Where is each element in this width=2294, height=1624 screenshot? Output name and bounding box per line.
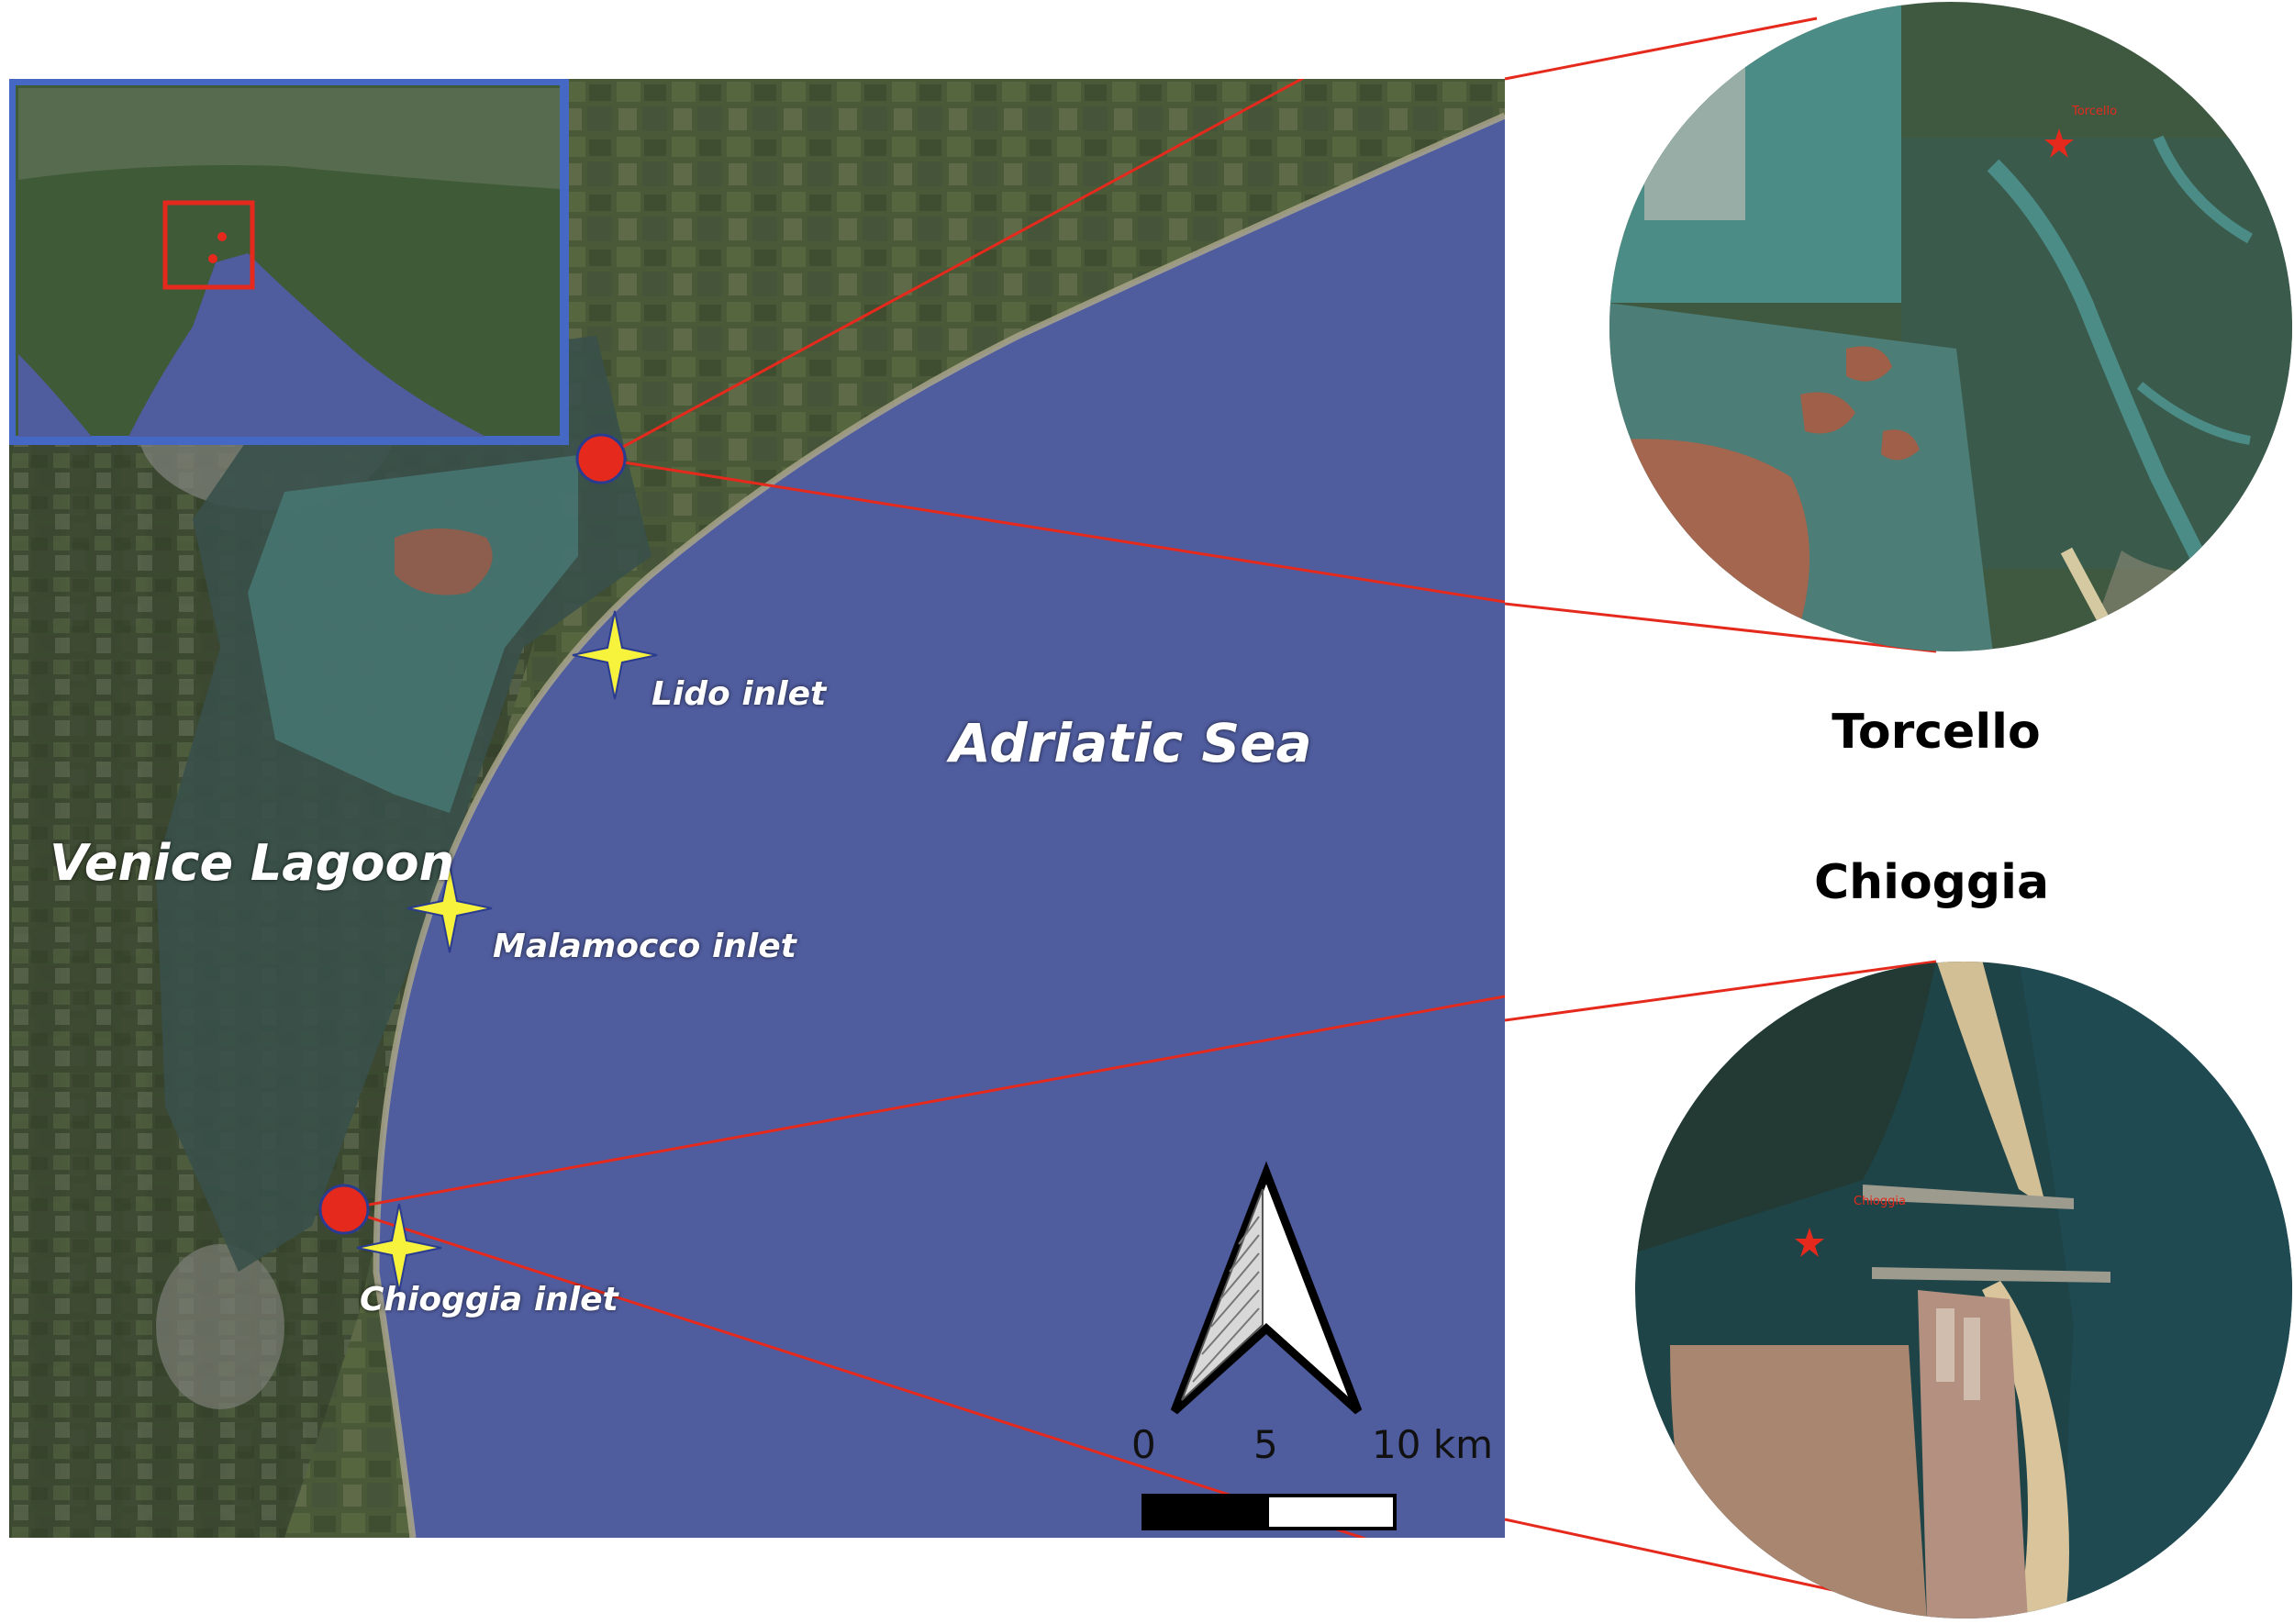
chioggia-zoom-image (1635, 962, 2292, 1618)
chioggia-star-icon (1795, 1228, 1824, 1257)
lido-inlet-label: Lido inlet (651, 675, 827, 713)
chioggia-title: Chioggia (1813, 855, 2050, 910)
torcello-title: Torcello (1832, 705, 2041, 760)
main-map[interactable]: Adriatic Sea Venice Lagoon Lido inlet Ma… (9, 79, 1505, 1538)
adriatic-sea-label: Adriatic Sea (950, 712, 1312, 774)
venice-lagoon-label: Venice Lagoon (50, 834, 455, 892)
chioggia-inlet-star-icon (356, 1203, 442, 1293)
chioggia-zoom-label: Chioggia (1854, 1195, 1906, 1208)
torcello-zoom-label: Torcello (2072, 105, 2118, 118)
scale-tick-10km: 10 km (1372, 1422, 1494, 1467)
chioggia-zoom-view[interactable]: Chioggia (1633, 960, 2294, 1620)
torcello-zoom-view[interactable]: Torcello (1608, 0, 2294, 653)
malamocco-inlet-label: Malamocco inlet (493, 928, 796, 965)
north-arrow-icon (1170, 1161, 1363, 1415)
lido-inlet-star-icon (572, 610, 658, 700)
torcello-star-icon (2044, 128, 2074, 158)
chioggia-marker[interactable] (318, 1184, 370, 1235)
torcello-marker[interactable] (575, 433, 627, 484)
inset-locator-map (9, 79, 569, 445)
scale-bar (1141, 1494, 1397, 1530)
scale-tick-5: 5 (1253, 1422, 1278, 1467)
malamocco-inlet-star-icon (406, 863, 493, 953)
torcello-zoom-image (1609, 2, 2292, 651)
chioggia-inlet-label: Chioggia inlet (360, 1281, 618, 1318)
satellite-basemap (9, 79, 1505, 1538)
scale-tick-0: 0 (1131, 1422, 1156, 1467)
